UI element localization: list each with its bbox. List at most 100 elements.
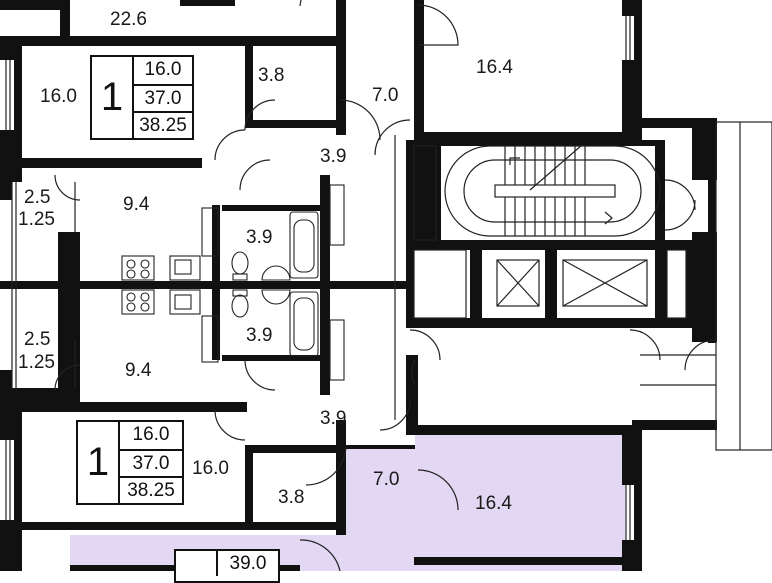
door-swing xyxy=(244,99,276,131)
stair-outline xyxy=(444,145,661,237)
elevator-large xyxy=(562,259,648,307)
room-area-lower-balcony-a: 2.5 xyxy=(24,329,51,350)
doors xyxy=(54,0,716,571)
counter-icon xyxy=(201,315,219,363)
burner xyxy=(140,292,150,302)
door-swing xyxy=(684,339,716,371)
wall xyxy=(212,205,220,360)
room-area-upper-kitchen: 9.4 xyxy=(123,194,150,215)
toilet-tank xyxy=(232,273,248,281)
wall xyxy=(406,355,418,435)
sink-bowl xyxy=(174,294,192,310)
door-swing xyxy=(239,159,271,191)
wall xyxy=(222,355,322,361)
room-area-upper-bath-small: 3.8 xyxy=(258,65,285,86)
wall xyxy=(345,445,415,449)
door-swing xyxy=(417,4,459,46)
riser xyxy=(329,184,345,246)
burner xyxy=(140,302,150,312)
room-area-upper-balcony-a: 2.5 xyxy=(24,187,51,208)
room-area-lower-balcony-b: 1.25 xyxy=(18,352,55,373)
stove-icon xyxy=(121,289,155,315)
wall xyxy=(22,402,247,412)
wall xyxy=(406,318,696,328)
stair-inner xyxy=(463,159,642,223)
wall xyxy=(320,175,330,395)
shaft xyxy=(666,249,687,319)
door-swing xyxy=(214,129,246,161)
door-swing xyxy=(244,359,276,391)
wall xyxy=(0,36,345,46)
wall xyxy=(22,522,345,530)
wall xyxy=(634,0,642,140)
wall xyxy=(406,140,441,240)
washbasin-icon xyxy=(261,265,291,281)
room-area-lower-bathroom: 3.9 xyxy=(246,325,273,346)
wall xyxy=(0,370,12,390)
toilet-icon xyxy=(231,251,249,275)
bathtub-icon xyxy=(289,291,319,357)
shaft xyxy=(413,249,467,319)
elevator-cross xyxy=(562,259,648,307)
wall xyxy=(632,420,717,430)
walls xyxy=(0,0,717,571)
sink-icon xyxy=(169,289,201,315)
wall xyxy=(622,118,717,128)
arrow-icon xyxy=(604,211,613,225)
washbasin-icon xyxy=(261,289,291,305)
shaft xyxy=(413,145,437,241)
bathtub-inner xyxy=(293,219,315,273)
wall xyxy=(58,232,80,292)
room-area-lower-corridor: 3.9 xyxy=(320,408,347,429)
wall xyxy=(336,420,346,535)
wall xyxy=(0,281,410,289)
apartment-info-upper[interactable]: 1 16.0 37.0 38.25 xyxy=(90,55,194,140)
wall xyxy=(414,557,624,565)
apartment-info-lower[interactable]: 1 16.0 37.0 38.25 xyxy=(76,420,184,505)
stair-landing xyxy=(494,184,616,198)
fixtures xyxy=(121,184,345,381)
apartment-living-area: 16.0 xyxy=(144,58,182,80)
wall xyxy=(708,128,716,343)
staircase xyxy=(444,144,661,237)
apartment-total-area: 37.0 xyxy=(120,449,182,476)
door-swing xyxy=(299,0,302,7)
wall xyxy=(222,205,322,211)
apartment-total-balcony-area: 38.25 xyxy=(134,111,192,138)
door-swing xyxy=(417,469,459,511)
counter-icon xyxy=(201,207,219,257)
door-swing xyxy=(664,179,696,211)
room-area-upper-right-room: 16.4 xyxy=(476,57,513,78)
apartment-room-count: 1 xyxy=(92,57,134,138)
room-area-lower-hall: 7.0 xyxy=(373,469,400,490)
elevators xyxy=(413,145,687,319)
apartment-living-area: 16.0 xyxy=(132,423,170,445)
highlighted-apartment[interactable] xyxy=(70,432,625,571)
burner xyxy=(126,302,136,312)
arrow-icon xyxy=(509,157,520,165)
wall xyxy=(406,240,696,250)
apartment-info-partial[interactable]: 39.0 xyxy=(174,549,280,583)
wall xyxy=(245,40,253,120)
room-area-lower-right-room: 16.4 xyxy=(475,493,512,514)
balcony-outline xyxy=(715,121,772,451)
wall xyxy=(245,445,253,530)
wall xyxy=(180,0,235,6)
door-swing xyxy=(214,409,246,441)
apartment-total-balcony-area: 38.25 xyxy=(120,476,182,503)
highlight-fill xyxy=(70,432,625,571)
apartment-room-count: 1 xyxy=(78,422,120,503)
door-swing xyxy=(339,99,381,141)
burner xyxy=(140,269,150,279)
sink-bowl xyxy=(174,259,192,275)
room-area-lower-bath-small: 3.8 xyxy=(278,487,305,508)
door-swing xyxy=(305,444,347,486)
wall xyxy=(470,250,482,320)
room-area-top-strip: 22.6 xyxy=(110,9,147,30)
room-area-upper-bathroom: 3.9 xyxy=(246,227,273,248)
stove-icon xyxy=(121,255,155,281)
door-swing xyxy=(374,119,411,156)
sink-icon xyxy=(169,255,201,281)
wall xyxy=(22,158,202,168)
wall xyxy=(414,0,424,135)
